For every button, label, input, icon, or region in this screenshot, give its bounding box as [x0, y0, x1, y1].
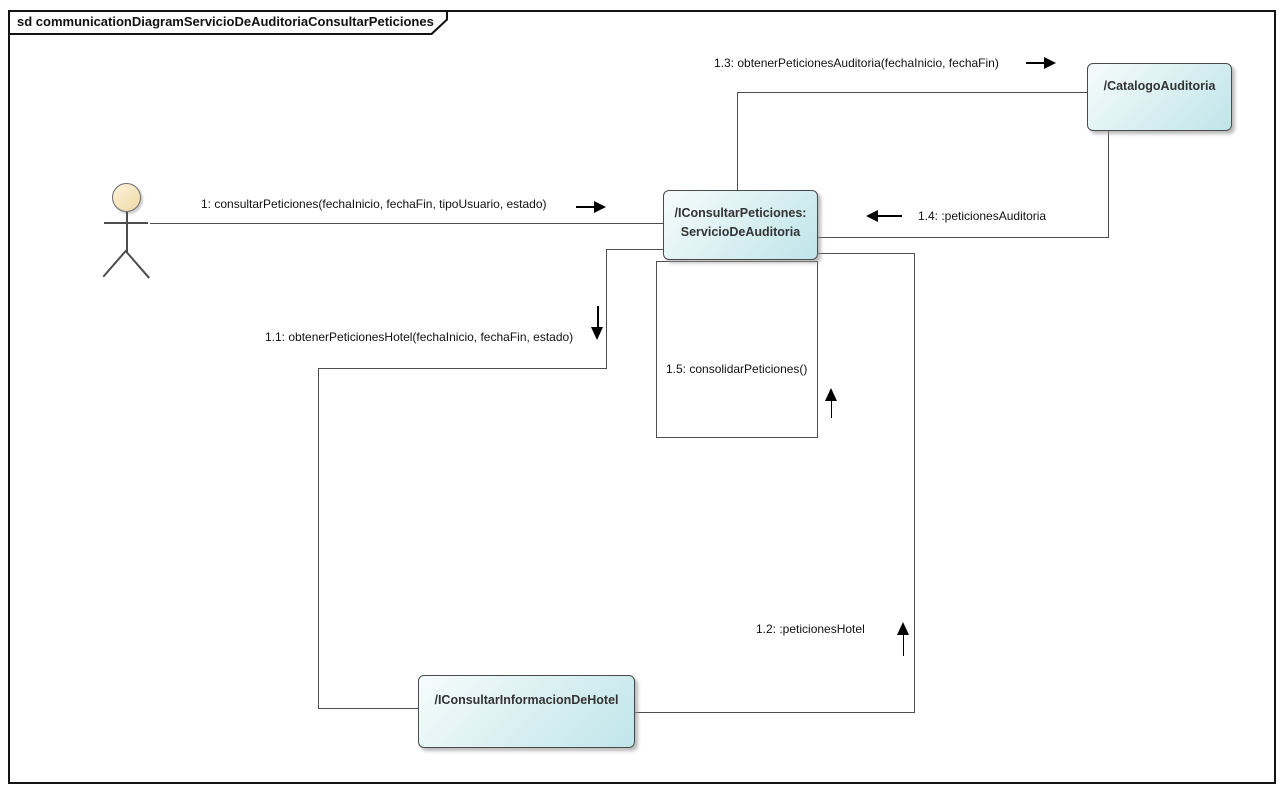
frame-title-tab: sd communicationDiagramServicioDeAuditor…	[8, 10, 448, 35]
object-box-servicio-de-auditoria: /IConsultarPeticiones: ServicioDeAuditor…	[663, 190, 818, 260]
uml-frame-border	[8, 10, 1276, 784]
message-1-1-label: 1.1: obtenerPeticionesHotel(fechaInicio,…	[265, 330, 574, 344]
link-servicio-hotel-seg2	[606, 249, 608, 369]
actor-head	[112, 183, 141, 212]
link-catalogo-servicio-horizontal	[818, 237, 1109, 239]
link-catalogo-servicio-vertical	[1108, 131, 1110, 238]
link-servicio-catalogo-horizontal	[737, 92, 1088, 94]
link-servicio-hotel-seg4	[318, 368, 320, 709]
object-box-catalogo-auditoria: /CatalogoAuditoria	[1087, 63, 1232, 131]
object-box-consultar-informacion-de-hotel: /IConsultarInformacionDeHotel	[418, 675, 635, 748]
link-servicio-catalogo-vertical	[737, 92, 739, 190]
message-1-3-label: 1.3: obtenerPeticionesAuditoria(fechaIni…	[714, 56, 999, 70]
message-1-label: 1: consultarPeticiones(fechaInicio, fech…	[201, 197, 547, 211]
message-1-2-label: 1.2: :peticionesHotel	[756, 622, 865, 636]
link-hotel-servicio-seg2	[914, 253, 916, 713]
object-label: /CatalogoAuditoria	[1103, 79, 1216, 94]
frame-tab-background	[10, 12, 446, 33]
link-servicio-hotel-seg1	[606, 249, 664, 251]
self-link-servicio	[656, 261, 818, 438]
object-label-line2: ServicioDeAuditoria	[680, 225, 801, 239]
message-1-5-label: 1.5: consolidarPeticiones()	[666, 362, 808, 376]
frame-title: sd communicationDiagramServicioDeAuditor…	[17, 14, 434, 29]
actor-arms	[104, 222, 148, 224]
message-1-4-label: 1.4: :peticionesAuditoria	[918, 209, 1047, 223]
link-actor-servicio	[150, 223, 663, 225]
link-hotel-servicio-seg1	[635, 712, 915, 714]
link-servicio-hotel-seg5	[318, 708, 419, 710]
link-servicio-hotel-seg3	[318, 368, 607, 370]
object-label: /IConsultarInformacionDeHotel	[434, 692, 619, 707]
actor-body	[126, 212, 128, 252]
object-label-line1: /IConsultarPeticiones:	[674, 205, 807, 220]
link-hotel-servicio-seg3	[818, 253, 915, 255]
